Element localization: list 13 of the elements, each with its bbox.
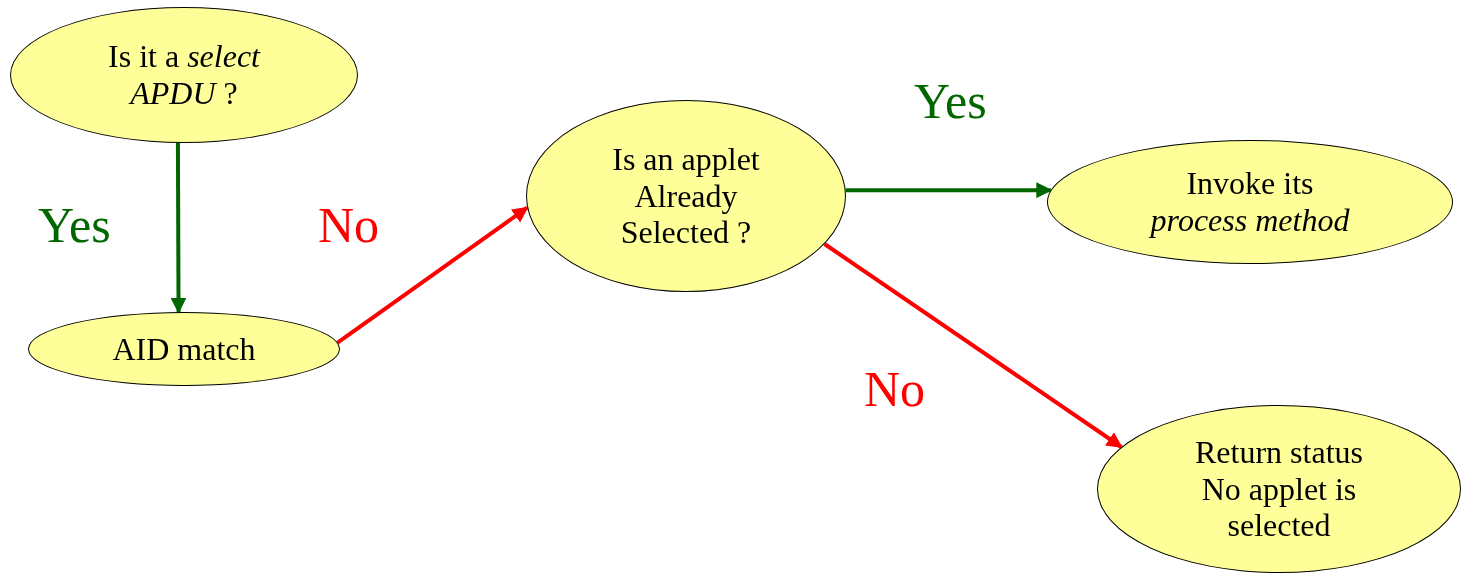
arrow <box>823 242 1123 449</box>
node-text: Is an applet Already Selected ? <box>611 140 761 252</box>
node-text: Is it a select APDU ? <box>107 38 262 112</box>
arrow <box>336 206 529 345</box>
arrow <box>845 182 1053 199</box>
node-text: Invoke its process method <box>1147 165 1351 239</box>
arrow <box>170 142 187 314</box>
edge-label: No <box>318 200 380 250</box>
edge-label: No <box>864 364 926 414</box>
edge-label: Yes <box>38 200 111 250</box>
node-text: Return status No applet is selected <box>1194 433 1364 545</box>
edge-label: Yes <box>914 76 987 126</box>
node-text: AID match <box>111 330 257 368</box>
